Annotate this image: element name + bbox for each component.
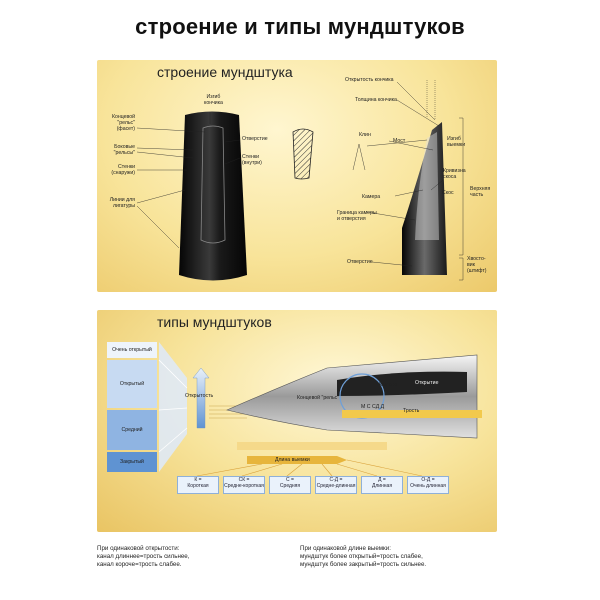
- openness-label: Открытость: [185, 393, 214, 399]
- level-medium: [107, 410, 157, 450]
- type-box: С-Д =Средне-длинная: [315, 476, 357, 494]
- label-shank: Хвосто- вик (штифт): [467, 256, 487, 274]
- level-open: [107, 360, 157, 408]
- label-chamber: Камера: [362, 194, 381, 200]
- page-title: строение и типы мундштуков: [135, 14, 465, 39]
- mp-opening-label: Открытие: [415, 380, 439, 386]
- length-arrow: [247, 456, 347, 464]
- label-side-rails: Боковые "рельсы": [113, 144, 135, 156]
- label-tip-opening: Открытость кончика: [345, 77, 394, 83]
- label-opening: Отверстие: [242, 136, 268, 142]
- level-open-label: Открытый: [119, 381, 145, 387]
- structure-drawing: [136, 80, 464, 281]
- types-heading: типы мундштуков: [157, 314, 272, 330]
- label-bore: Отверстие: [347, 259, 373, 265]
- type-box: К =Короткая: [177, 476, 219, 494]
- mp-window-label: Камера: [379, 382, 398, 388]
- level-closed-label: Закрытый: [120, 459, 144, 465]
- type-box: Д =Длинная: [361, 476, 403, 494]
- type-box: СК =Средне-короткая: [223, 476, 265, 494]
- label-tip-thickness: Толщина кончика: [355, 97, 397, 103]
- label-walls-outside: Стенки (снаружи): [111, 164, 135, 176]
- mp-letters: M C CД Д: [361, 404, 385, 410]
- types-panel: типы мундштуков: [97, 310, 497, 532]
- structure-heading: строение мундштука: [157, 64, 293, 80]
- level-very-open: [107, 342, 157, 358]
- label-walls-inside: Стенки (внутри): [242, 154, 262, 166]
- structure-panel: строение мундштука: [97, 60, 497, 292]
- type-box: С =Средняя: [269, 476, 311, 494]
- tip-cross-section: [292, 128, 314, 180]
- level-very-open-label: Очень открытый: [112, 347, 152, 353]
- label-end-rail: Концевой "рельс" (фасет): [111, 114, 135, 132]
- length-label: Длина выемки: [275, 457, 310, 463]
- label-baffle-curve: Кривизна скоса: [443, 168, 466, 180]
- types-row: К =Короткая СК =Средне-короткая С =Средн…: [177, 476, 457, 494]
- level-medium-label: Средний: [121, 427, 143, 433]
- label-ligature-lines: Линии для лигатуры: [109, 197, 135, 209]
- type-box: О-Д =Очень длинная: [407, 476, 449, 494]
- label-tip-bend: Изгиб кончика: [204, 94, 223, 106]
- label-facing-curve: Изгиб выемки: [447, 136, 466, 148]
- caption-left: При одинаковой открытости: канал длиннее…: [97, 545, 190, 568]
- caption-right: При одинаковой длине выемки: мундштук бо…: [300, 545, 427, 568]
- mp-end-rail-label: Концевой "рельс": [297, 395, 340, 401]
- mp-reed-label: Трость: [403, 408, 420, 414]
- mouthpiece-silhouette: [226, 354, 478, 439]
- label-chamber-boundary: Граница камеры и отверстия: [337, 210, 377, 222]
- mouthpiece-side: [402, 122, 447, 275]
- label-bridge: Мост: [393, 138, 406, 144]
- label-upper-part: Верхняя часть: [470, 186, 491, 198]
- label-window: Клин: [359, 132, 371, 138]
- mouthpiece-front: [179, 111, 247, 281]
- openness-arrow: [192, 367, 210, 429]
- types-drawing: [107, 342, 482, 477]
- label-baffle: Скос: [442, 190, 454, 196]
- level-closed: [107, 452, 157, 472]
